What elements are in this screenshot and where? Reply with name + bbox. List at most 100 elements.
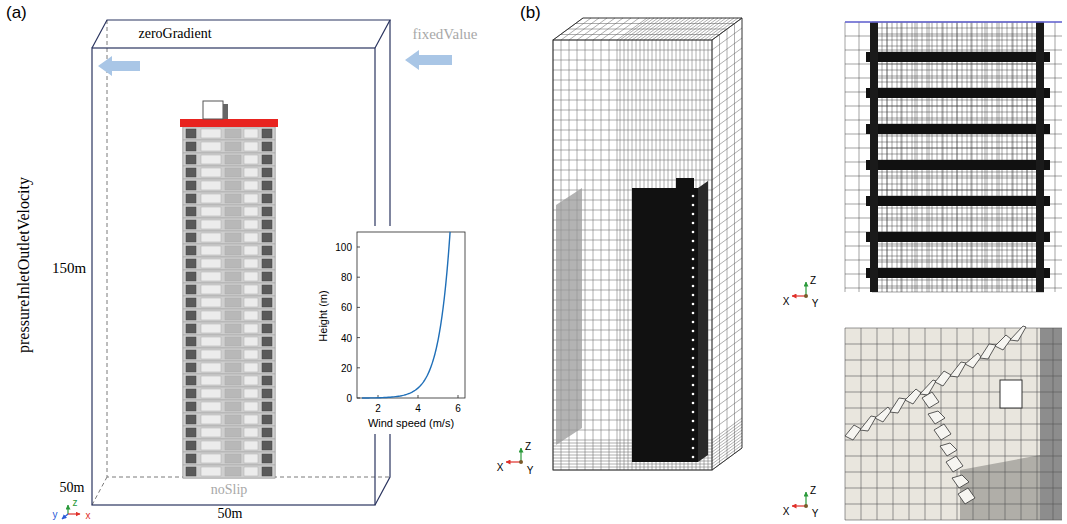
building-floors [201,285,221,294]
mesh-detail-crop [1000,380,1022,408]
mesh-line [624,40,625,470]
mesh-detail-crop [890,398,906,413]
mesh-detail-crop [1010,326,1026,341]
building-floors [186,337,196,346]
mesh-line [872,118,1044,119]
building-floors [201,324,221,333]
mesh-line [1055,22,1056,292]
building-floors [201,168,221,177]
building-floors [183,322,275,335]
building-floors [225,311,241,320]
building-floors [244,337,258,346]
mesh-line [553,170,712,171]
building-floors [244,363,258,372]
building-floors [201,350,221,359]
window-dots [692,384,695,387]
roof-structure [203,101,223,119]
roof-structure [223,104,228,119]
building-floors [244,129,258,138]
mesh-line [593,40,594,470]
mesh-line [892,22,893,292]
window-dots [692,402,695,405]
axis-title: Height (m) [317,290,329,341]
mesh-line [872,280,1044,281]
window-dots [692,294,695,297]
tick-label: 4 [415,403,421,414]
mesh-line [553,140,712,141]
mesh-box-outline [553,18,742,470]
building-floors [244,415,258,424]
tick-label: 2 [375,403,381,414]
mesh-line [872,190,1044,191]
building-floors [225,389,241,398]
building-floors [183,257,275,270]
building-floors [183,231,275,244]
building-floors [201,441,221,450]
window-dots [692,222,695,225]
building-floors [262,324,272,333]
window-dots [692,456,695,459]
mesh-line [882,22,883,292]
building-floors [244,376,258,385]
building-floors [244,389,258,398]
building-floors [201,220,221,229]
building-floors [183,231,275,244]
mesh-line [985,22,986,292]
axis-letter: y [53,509,58,520]
building-floors [262,142,272,151]
shaded-plane [556,188,582,445]
mesh-detail-crop [965,353,981,368]
building-floors [262,155,272,164]
mesh-line [872,292,1044,293]
building-floors [225,376,241,385]
window-dots [692,375,695,378]
axis-triad [506,448,523,464]
window-dots [692,213,695,216]
building-floors [183,166,275,179]
building-floors [262,311,272,320]
mesh-line [942,22,943,292]
window-dots [692,447,695,450]
building-floors [244,467,258,476]
mesh-detail-crop [980,344,996,359]
mesh-detail-crop [905,389,921,404]
building-floors [186,467,196,476]
building-floors [186,428,196,437]
building-floors [225,233,241,242]
building-floors [186,441,196,450]
mesh-line [1027,22,1028,292]
building-floors [201,142,221,151]
building-floors [183,452,275,465]
building-floors [244,298,258,307]
mesh-detail-crop [845,326,1062,520]
mesh-line [922,22,923,292]
building-floors [183,127,275,478]
axis-letter: x [86,510,91,521]
mesh-line [957,22,958,292]
axis-origin [519,460,523,464]
axis-letter: Y [812,508,819,519]
roof-structure [676,178,694,188]
mesh-line [872,184,1044,185]
building-floors [244,402,258,411]
mesh-line [845,22,846,292]
mesh-line [845,520,1062,521]
mesh-line [845,424,1062,425]
mesh-line [872,70,1044,71]
building-floors [262,233,272,242]
building-floors [201,428,221,437]
mesh-line [915,22,916,292]
window-dots [692,339,695,342]
window-dots [692,258,695,261]
building-floors [244,168,258,177]
mesh-line [999,22,1000,292]
mesh-section-crop [845,22,1062,292]
building-floors [225,259,241,268]
window-dots [692,267,695,270]
building-floors [201,467,221,476]
building-floors [186,168,196,177]
axis-arrow [520,448,521,462]
building-floors [183,413,275,426]
building-floors [225,285,241,294]
mesh-line [1007,22,1008,292]
